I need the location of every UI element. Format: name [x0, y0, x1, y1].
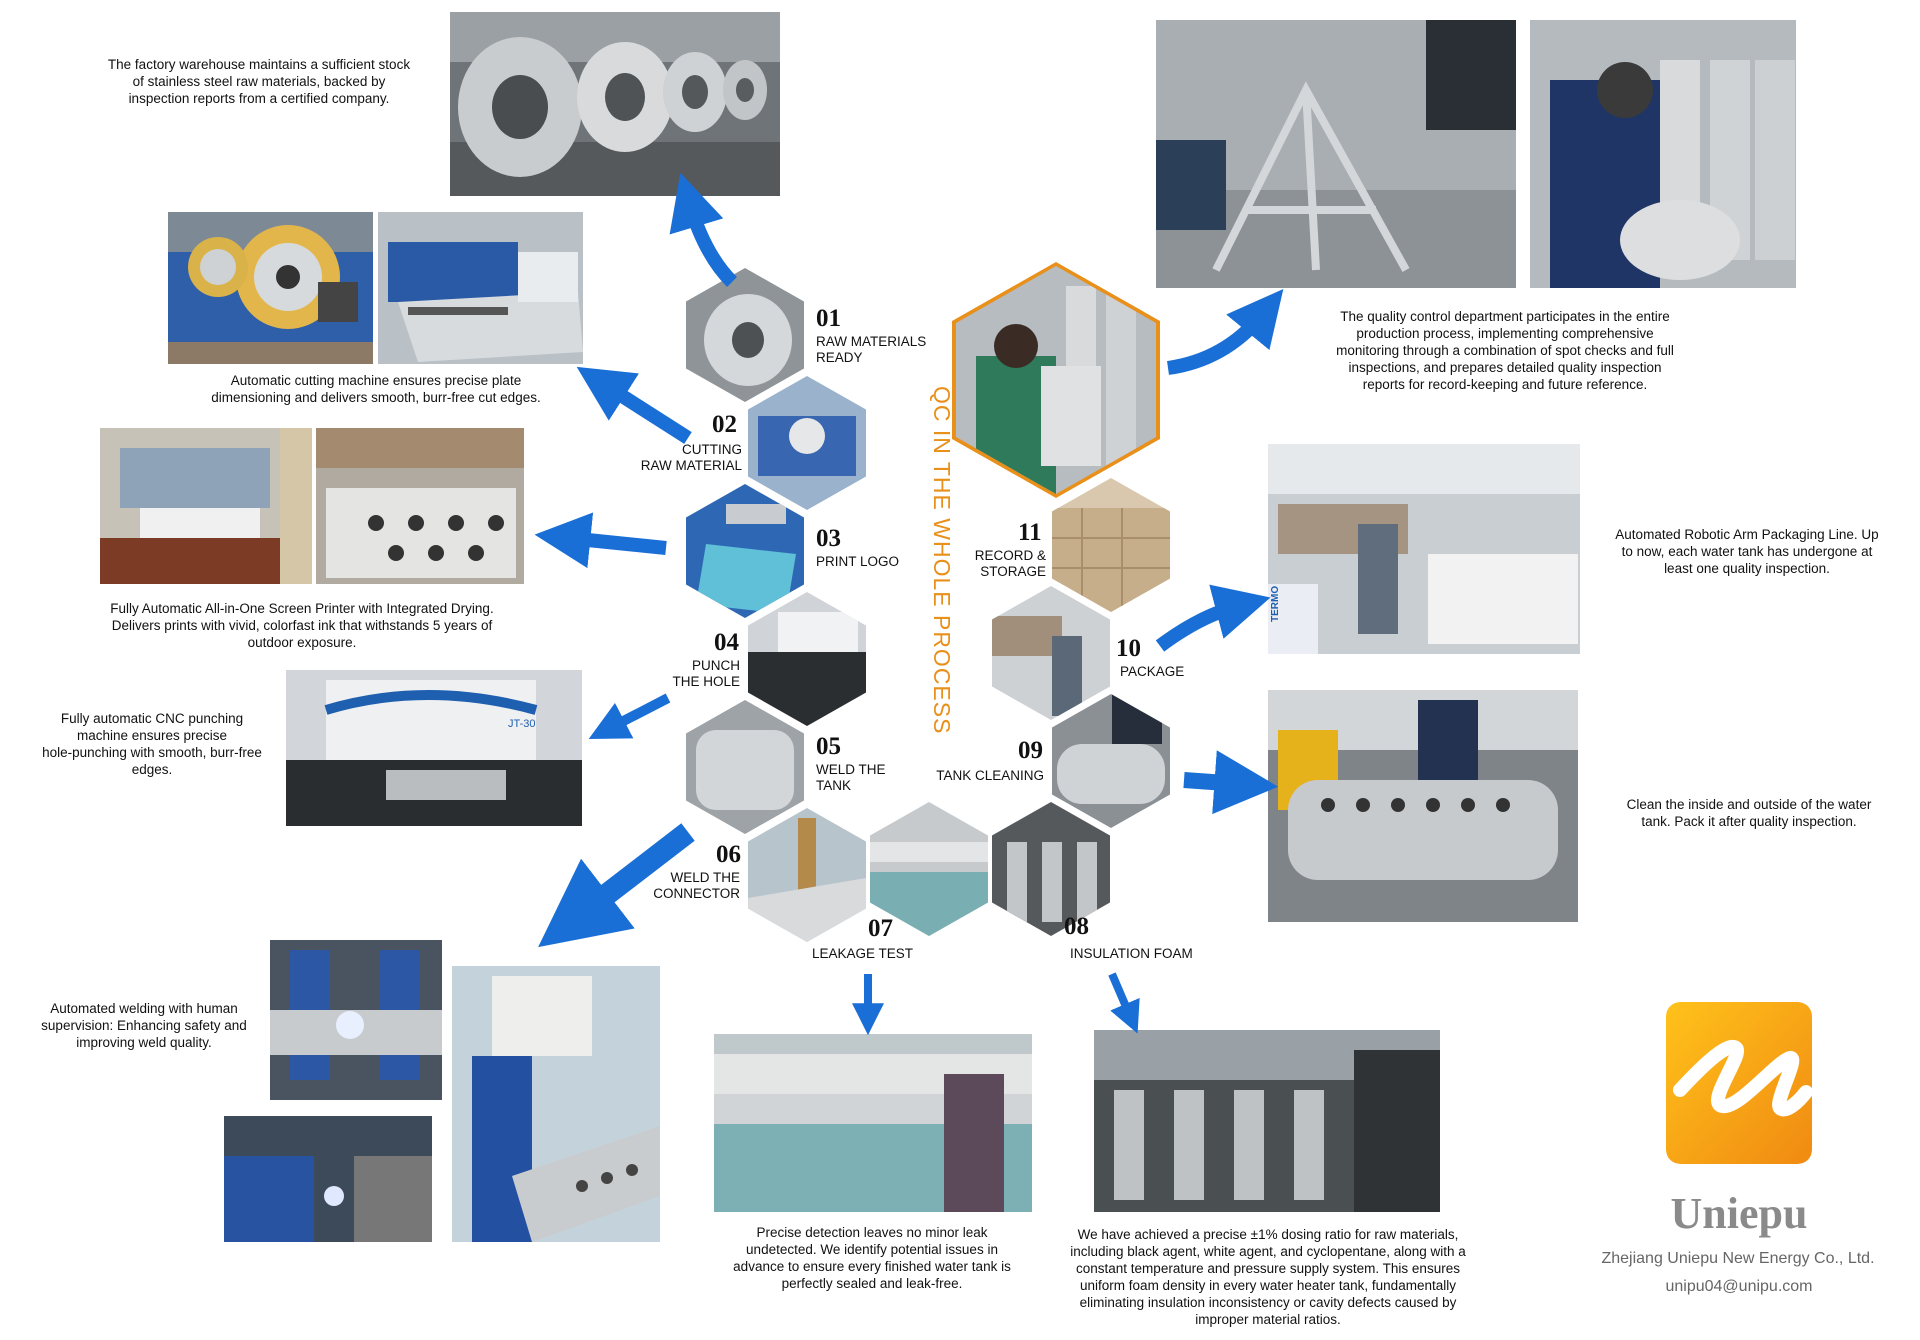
process-title: QC IN THE WHOLE PROCESS [929, 386, 955, 735]
photo-cutting-machine-1 [168, 212, 373, 364]
step-04-label: PUNCH THE HOLE [672, 658, 740, 689]
company-email: unipu04@unipu.com [1665, 1278, 1813, 1295]
photo-packaging-line: TERMO [1268, 444, 1580, 654]
arrow-to-cleaning [1183, 750, 1279, 815]
hex-punch [748, 592, 866, 726]
step-03-num: 03 [816, 525, 841, 552]
photo-screen-printer-2 [316, 428, 524, 584]
brand-name: Uniepu [1670, 1189, 1808, 1238]
caption-printer: Fully Automatic All-in-One Screen Printe… [110, 601, 494, 650]
arrow-to-raw [669, 172, 738, 287]
pack-sign-label: TERMO [1270, 585, 1281, 622]
photo-cnc-punch: JT-30 [286, 670, 582, 826]
hex-package [992, 586, 1110, 720]
photo-welding-2 [224, 1116, 432, 1242]
step-08-label: INSULATION FOAM [1070, 946, 1193, 961]
company-name: Zhejiang Uniepu New Energy Co., Ltd. [1601, 1250, 1875, 1267]
caption-cutting: Automatic cutting machine ensures precis… [211, 373, 541, 405]
arrow-to-qc [1166, 289, 1284, 375]
hex-weld-connector [748, 808, 866, 942]
step-10-label: PACKAGE [1120, 664, 1185, 679]
photo-qc-tank-check [1530, 20, 1796, 288]
punch-machine-label: JT-30 [508, 718, 536, 730]
step-04-num: 04 [714, 629, 739, 656]
step-01-num: 01 [816, 305, 841, 332]
hex-raw-materials [686, 268, 804, 402]
caption-insulation-foam: We have achieved a precise ±1% dosing ra… [1070, 1227, 1466, 1327]
step-11-num: 11 [1018, 519, 1042, 546]
caption-leak-test: Precise detection leaves no minor leak u… [733, 1225, 1011, 1291]
photo-cutting-machine-2 [378, 212, 583, 364]
step-07-label: LEAKAGE TEST [812, 946, 914, 961]
step-03-label: PRINT LOGO [816, 554, 900, 569]
photo-insulation-foam [1094, 1030, 1440, 1212]
caption-packaging: Automated Robotic Arm Packaging Line. Up… [1615, 527, 1879, 576]
step-05-label: WELD THE TANK [816, 762, 886, 793]
step-11-label: RECORD & STORAGE [974, 548, 1046, 579]
photo-steel-coils [450, 12, 780, 196]
arrow-to-punch [588, 693, 671, 740]
step-08-num: 08 [1064, 913, 1089, 940]
step-02-num: 02 [712, 411, 737, 438]
step-02-label: CUTTING RAW MATERIAL [640, 442, 742, 473]
hex-tank-cleaning [1052, 694, 1170, 828]
hex-print-logo [686, 484, 804, 618]
photo-tank-cleaning [1268, 690, 1578, 922]
arrow-to-foam [1108, 972, 1140, 1034]
hex-weld-tank [686, 700, 804, 834]
photo-welding-3 [452, 966, 660, 1242]
photo-screen-printer-1 [100, 428, 312, 584]
hex-cutting [748, 376, 866, 510]
hex-qc-center [952, 262, 1160, 498]
caption-punch: Fully automatic CNC punching machine ens… [42, 711, 262, 777]
step-07-num: 07 [868, 915, 893, 942]
hex-record-storage [1052, 478, 1170, 612]
arrow-to-printer [534, 512, 667, 569]
step-09-num: 09 [1018, 737, 1043, 764]
step-06-label: WELD THE CONNECTOR [653, 870, 740, 901]
photo-qc-frame-check [1156, 20, 1516, 288]
step-09-label: TANK CLEANING [936, 768, 1044, 783]
step-01-label: RAW MATERIALS READY [816, 334, 927, 365]
step-06-num: 06 [716, 841, 741, 868]
caption-cleaning: Clean the inside and outside of the wate… [1626, 797, 1872, 829]
arrow-to-cutting [576, 366, 692, 444]
photo-leak-test [714, 1034, 1032, 1212]
caption-qc: The quality control department participa… [1336, 309, 1674, 392]
step-05-num: 05 [816, 733, 841, 760]
brand-logo [1666, 1002, 1812, 1164]
photo-welding-1 [270, 940, 442, 1100]
caption-raw-materials: The factory warehouse maintains a suffic… [107, 57, 411, 106]
step-10-num: 10 [1116, 635, 1141, 662]
hex-insulation-foam [992, 802, 1110, 936]
caption-welding: Automated welding with human supervision… [41, 1001, 247, 1050]
arrow-to-packaging [1155, 584, 1271, 652]
